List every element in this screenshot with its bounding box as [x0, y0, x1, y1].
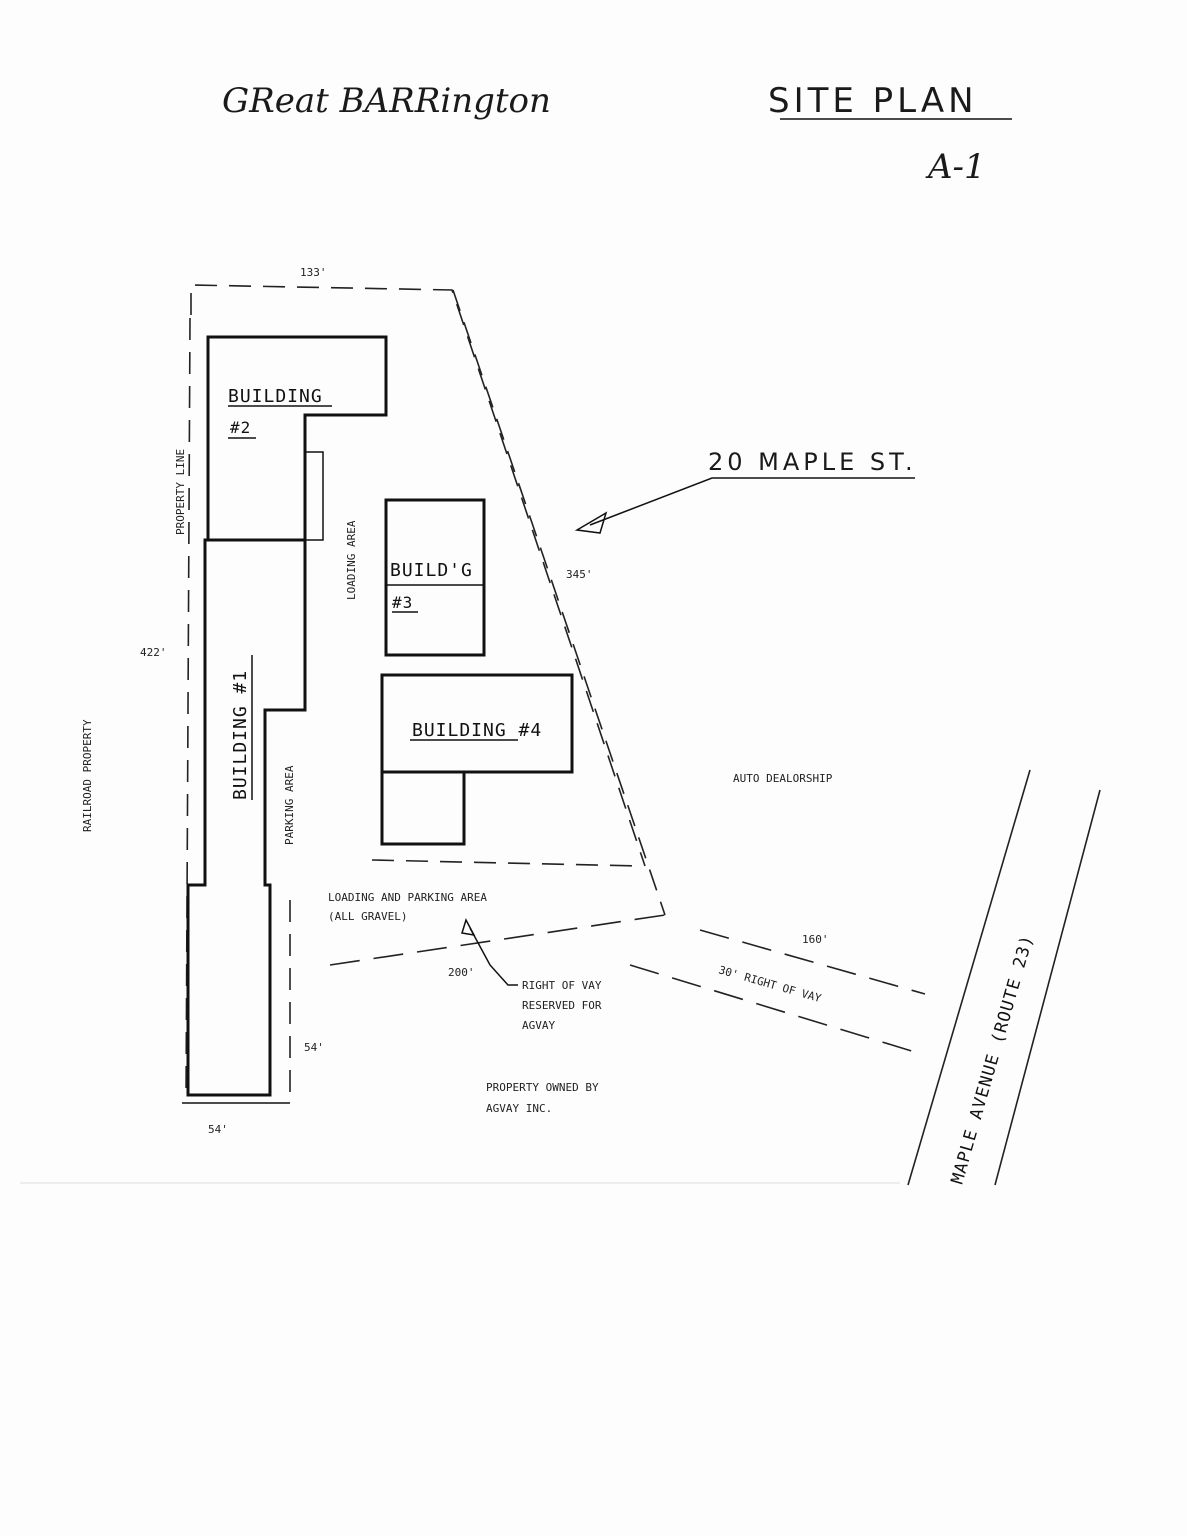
building-3-number: #3 — [392, 593, 413, 612]
property-line-label: PROPERTY LINE — [174, 449, 187, 535]
sheet-title: SITE PLAN — [768, 81, 978, 121]
railroad-property-label: RAILROAD PROPERTY — [81, 719, 94, 832]
building-4-annex — [380, 770, 466, 846]
loading-area-label: LOADING AREA — [345, 520, 358, 600]
address-label: 20 MAPLE ST. — [708, 448, 917, 476]
building-3-outline — [384, 498, 486, 657]
building-2-label: BUILDING — [228, 386, 323, 407]
parking-area-label: PARKING AREA — [283, 765, 296, 845]
building-4-outline — [380, 673, 574, 774]
dim-bottom: 54' — [208, 1123, 228, 1136]
dim-right-diagonal: 345' — [566, 568, 593, 581]
sheet-number: A-1 — [925, 147, 986, 187]
building-2-outline — [206, 335, 388, 542]
row-pointer-head — [461, 918, 476, 936]
row-reserved-line2: RESERVED FOR — [522, 999, 602, 1012]
maple-avenue-label: MAPLE AVENUE (ROUTE 23) — [948, 932, 1038, 1186]
row-reserved-line1: RIGHT OF VAY — [522, 979, 602, 992]
building-2-annex — [304, 451, 324, 541]
building-2-number: #2 — [230, 418, 251, 437]
dim-lower-right: 54' — [304, 1041, 324, 1054]
loading-parking-area-label: LOADING AND PARKING AREA — [328, 891, 487, 904]
agway-owner-line2: AGVAY INC. — [486, 1102, 552, 1115]
maple-avenue-road — [907, 769, 1101, 1186]
address-arrow — [574, 477, 915, 534]
building-4-label: BUILDING #4 — [412, 720, 542, 741]
row-pointer-line — [469, 927, 518, 986]
auto-dealership-label: AUTO DEALORSHIP — [733, 772, 833, 785]
building-1-label: BUILDING #1 — [230, 670, 251, 800]
dim-top: 133' — [300, 266, 327, 279]
town-name: GReat BARRington — [222, 81, 551, 121]
agway-owner-line1: PROPERTY OWNED BY — [486, 1081, 599, 1094]
row-30-label: 30' RIGHT OF VAY — [717, 963, 823, 1005]
dim-row-160: 160' — [802, 933, 829, 946]
building-1-outline — [186, 538, 307, 1097]
row-reserved-line3: AGVAY — [522, 1019, 555, 1032]
right-of-way-30 — [629, 929, 926, 1053]
building-3-label: BUILD'G — [390, 560, 473, 581]
dim-bottom-diagonal: 200' — [448, 966, 475, 979]
dim-left: 422' — [140, 646, 167, 659]
gravel-label: (ALL GRAVEL) — [328, 910, 407, 923]
